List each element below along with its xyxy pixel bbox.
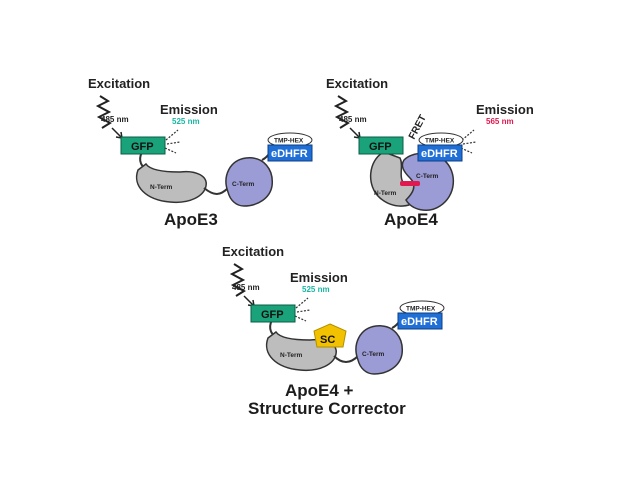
edhfr-box <box>267 144 313 162</box>
gfp-box <box>358 136 404 155</box>
panel-title: ApoE3 <box>164 210 218 229</box>
edhfr-label: eDHFR <box>271 148 308 160</box>
panel-apoe4: Excitation 485 nm FRET Emission 565 nm N… <box>326 76 534 229</box>
edhfr-label: eDHFR <box>421 148 458 160</box>
n-term-label: N-Term <box>150 184 172 191</box>
emission-wavelength: 565 nm <box>486 117 514 126</box>
structure-corrector-pentagon <box>313 323 347 348</box>
emission-rays-icon <box>164 129 181 154</box>
c-term-label: C-Term <box>416 173 438 180</box>
excitation-wavelength: 485 nm <box>339 115 367 124</box>
salt-bridge-mark <box>400 181 420 186</box>
edhfr-box <box>397 312 443 330</box>
emission-wavelength: 525 nm <box>172 117 200 126</box>
tmp-hex-label: TMP-HEX <box>406 306 436 313</box>
gfp-box <box>120 136 166 155</box>
panel-title-line2: Structure Corrector <box>248 399 406 418</box>
gfp-box <box>250 304 296 323</box>
sc-label: SC <box>320 334 335 346</box>
excitation-label: Excitation <box>88 76 150 91</box>
emission-wavelength: 525 nm <box>302 285 330 294</box>
tmp-hex-label: TMP-HEX <box>274 138 304 145</box>
panel-title-line1: ApoE4 + <box>285 381 354 400</box>
n-term-label: N-Term <box>280 352 302 359</box>
excitation-lightning-icon <box>333 95 350 129</box>
excitation-wavelength: 485 nm <box>232 283 260 292</box>
n-term-domain <box>135 162 207 204</box>
excitation-label: Excitation <box>222 244 284 259</box>
excitation-label: Excitation <box>326 76 388 91</box>
emission-rays-icon <box>294 297 311 322</box>
gfp-label: GFP <box>261 309 284 321</box>
panel-title: ApoE4 <box>384 210 438 229</box>
panel-apoe4-structure-corrector: Excitation 485 nm Emission 525 nm N-Term… <box>222 244 445 418</box>
tmp-hex-label: TMP-HEX <box>425 138 455 145</box>
emission-label: Emission <box>290 270 348 285</box>
c-term-label: C-Term <box>232 181 254 188</box>
emission-label: Emission <box>476 102 534 117</box>
gfp-label: GFP <box>131 141 154 153</box>
hinge-linker <box>203 187 229 195</box>
c-term-domain <box>225 157 273 207</box>
hinge-linker <box>333 355 359 363</box>
excitation-lightning-icon <box>229 263 246 297</box>
n-term-label: N-Term <box>374 190 396 197</box>
excitation-wavelength: 485 nm <box>101 115 129 124</box>
edhfr-box <box>417 144 463 162</box>
c-term-label: C-Term <box>362 351 384 358</box>
panel-apoe3: Excitation 485 nm Emission 525 nm N-Term… <box>88 76 313 229</box>
emission-label: Emission <box>160 102 218 117</box>
edhfr-label: eDHFR <box>401 316 438 328</box>
gfp-label: GFP <box>369 141 392 153</box>
emission-rays-icon <box>460 129 477 154</box>
excitation-lightning-icon <box>95 95 112 129</box>
c-term-domain <box>355 325 403 375</box>
